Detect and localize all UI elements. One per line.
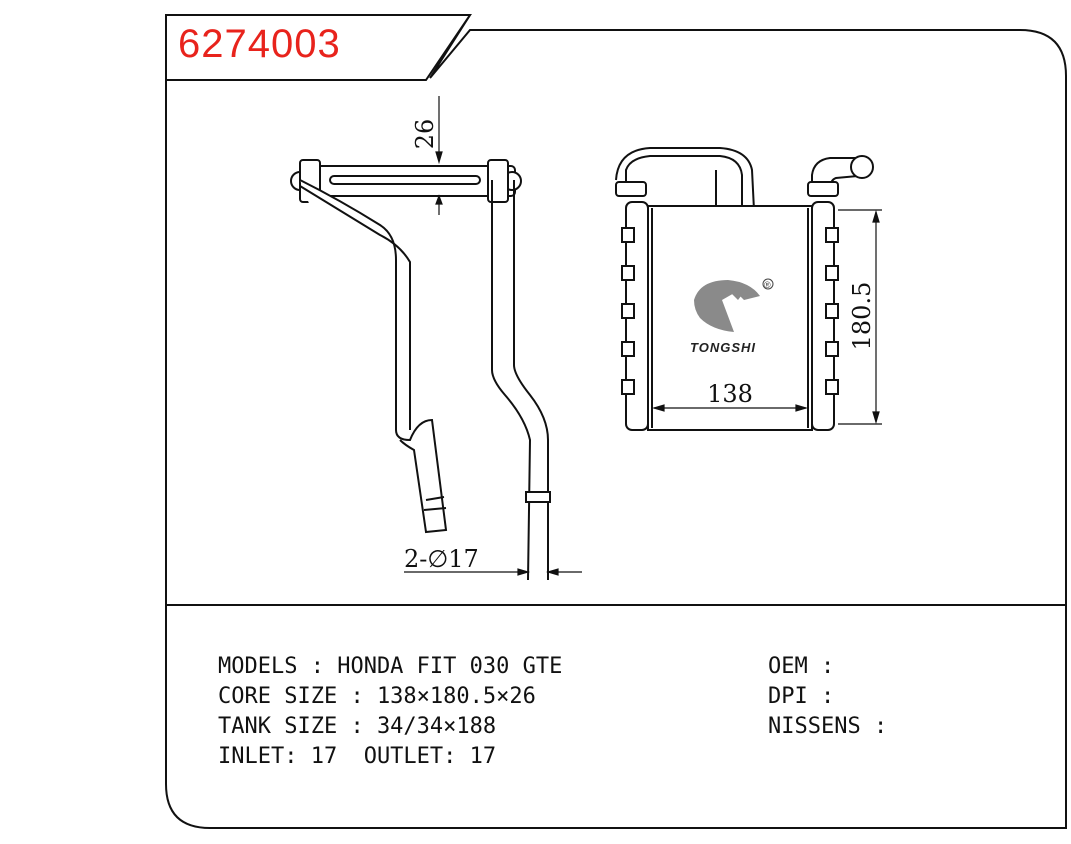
- reference-block: OEM : DPI : NISSENS :: [768, 652, 887, 742]
- dim-tube-offset: 26: [411, 119, 439, 150]
- title-tab: [165, 14, 472, 81]
- spec-inlet-outlet: INLET: 17 OUTLET: 17: [218, 744, 497, 769]
- outlet-pipe: [491, 180, 549, 581]
- dimension-diameter: [404, 568, 582, 576]
- side-view: [290, 159, 551, 581]
- tongshi-logo: [694, 278, 774, 332]
- ref-nissens: NISSENS :: [768, 714, 888, 739]
- ref-dpi: DPI :: [768, 684, 835, 709]
- spec-core-size: CORE SIZE : 138×180.5×26: [218, 684, 536, 709]
- ref-oem: OEM :: [768, 654, 835, 679]
- registered-mark: ®: [764, 280, 771, 290]
- brand-name: TONGSHI: [690, 340, 756, 355]
- outer-frame: [165, 14, 1067, 829]
- dim-core-width: 138: [707, 380, 753, 408]
- mount-bracket: [299, 165, 516, 197]
- tank-tabs: [621, 227, 839, 395]
- front-view: [615, 147, 874, 431]
- spec-block: MODELS : HONDA FIT 030 GTE CORE SIZE : 1…: [218, 652, 562, 772]
- dimension-138: [651, 404, 809, 412]
- inlet-pipe: [299, 179, 448, 534]
- spec-tank-size: TANK SIZE : 34/34×188: [218, 714, 497, 739]
- dim-pipe-diameter: 2-∅17: [404, 545, 479, 573]
- bracket-slot: [329, 175, 481, 185]
- dimension-180-5: [838, 209, 882, 425]
- dimension-26: [435, 96, 443, 215]
- core-body: [647, 205, 813, 431]
- spec-models: MODELS : HONDA FIT 030 GTE: [218, 654, 563, 679]
- dim-core-height: 180.5: [848, 282, 876, 351]
- part-number: 6274003: [178, 22, 341, 66]
